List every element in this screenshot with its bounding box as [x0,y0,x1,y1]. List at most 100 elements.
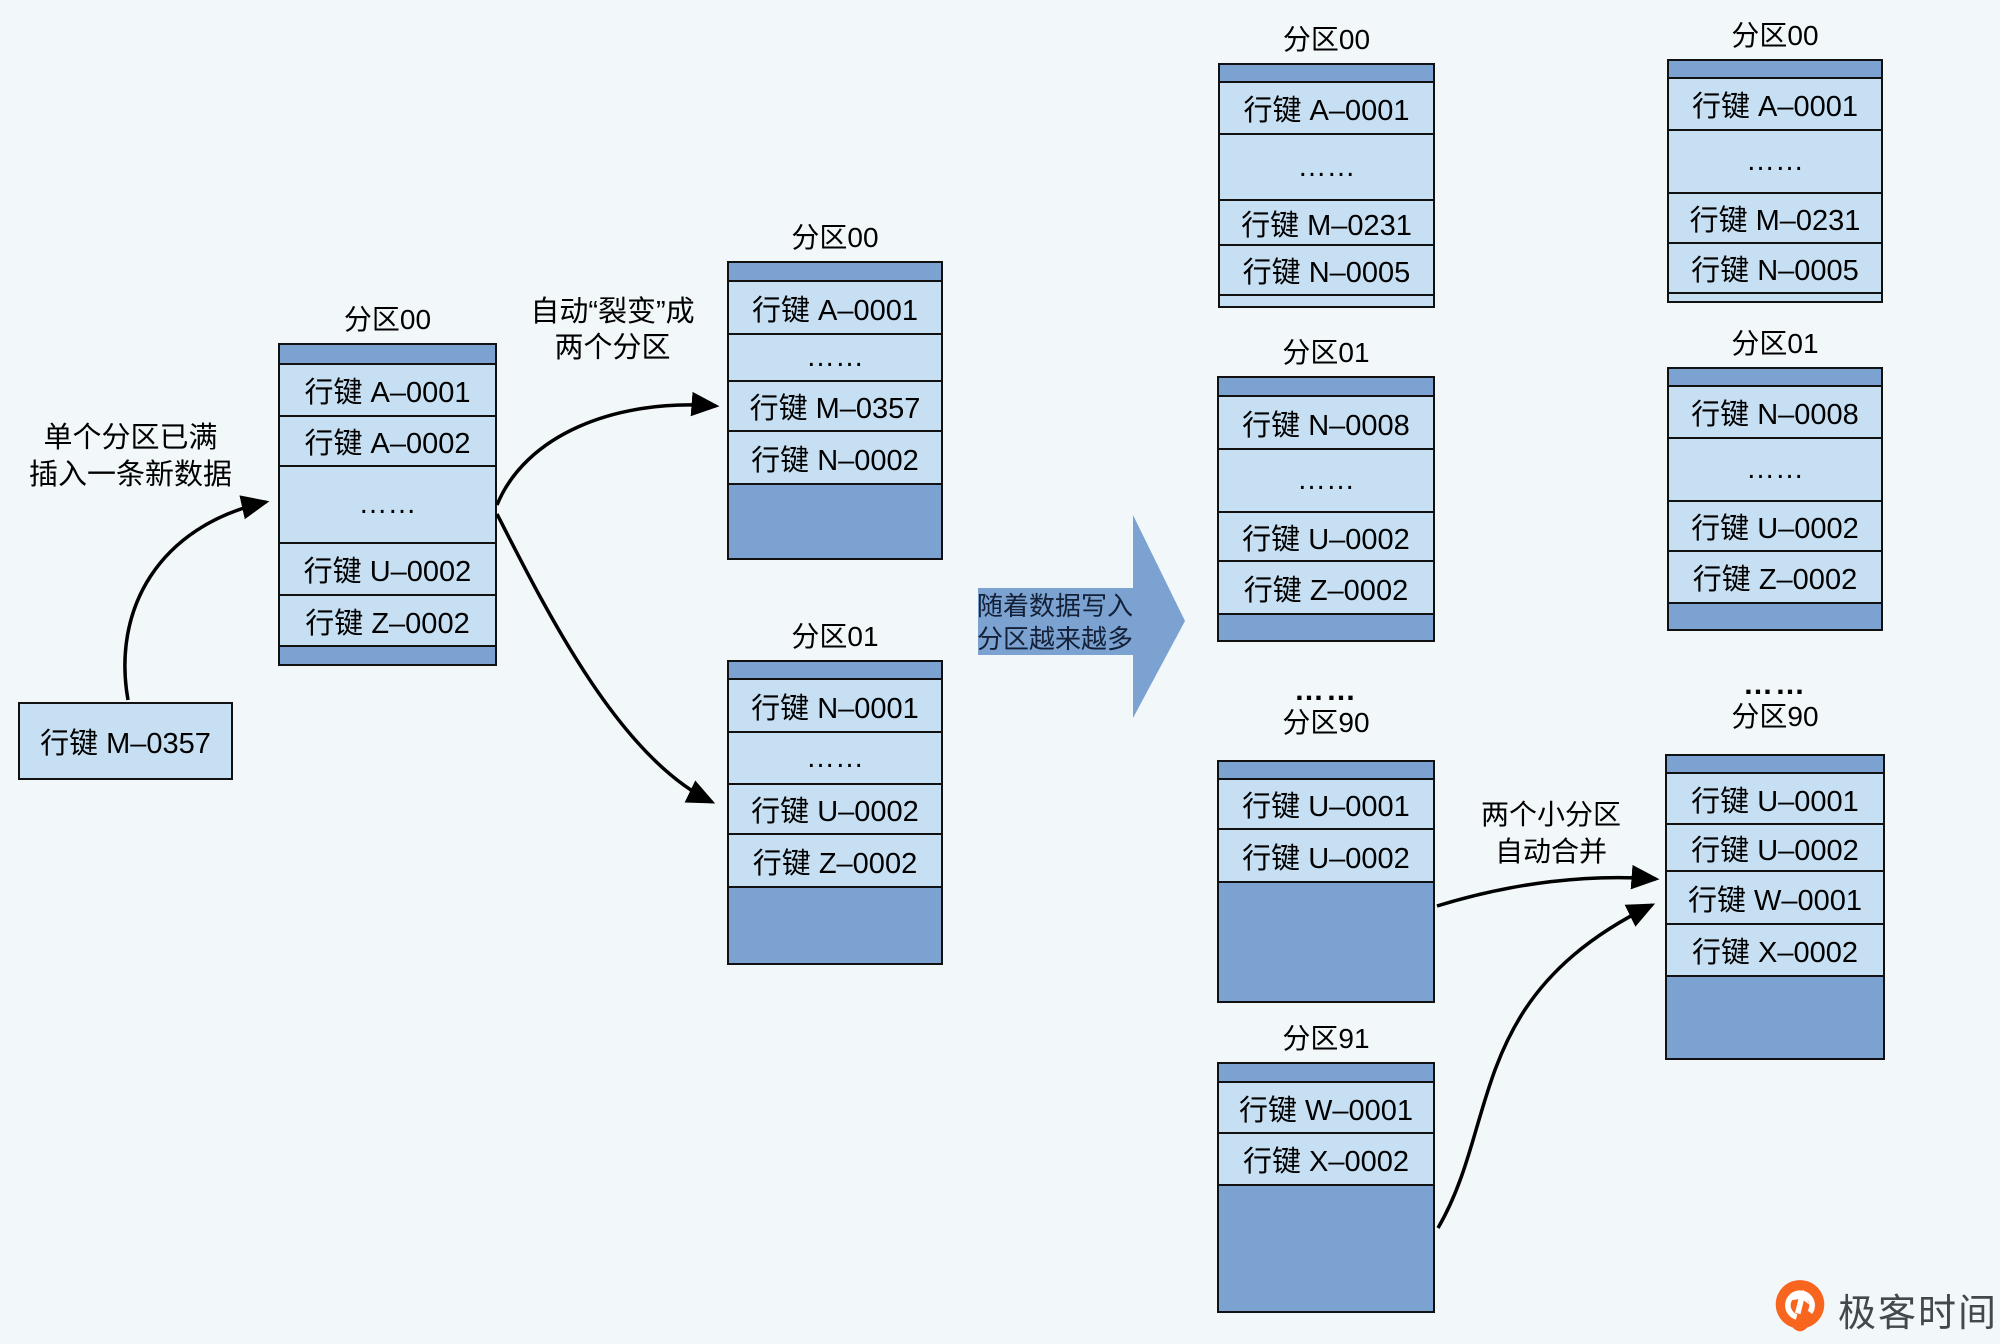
row-key-cell: 行键 M–0231 [1220,201,1433,246]
partition-table-stage1-00: 分区00 行键 A–0001 行键 A–0002 …… 行键 U–0002 行键… [278,303,497,666]
row-key-cell: 行键 Z–0002 [1219,562,1433,615]
partition-box: 行键 A–0001 …… 行键 M–0357 行键 N–0002 [727,261,943,560]
partition-label: 分区01 [1731,328,1819,359]
partition-table-stage3-00: 分区00 行键 A–0001 …… 行键 M–0231 行键 N–0005 [1218,23,1435,308]
geektime-icon [1775,1280,1825,1332]
row-key-cell: 行键 U–0002 [1669,502,1881,552]
partition-box: 行键 W–0001 行键 X–0002 [1217,1062,1435,1313]
row-key-cell: 行键 N–0002 [729,432,941,485]
partition-header-bar [1669,61,1881,79]
merge-arrow-bottom [1436,903,1656,1229]
row-key-cell: 行键 U–0002 [280,544,495,596]
ellipsis-cell: …… [729,733,941,785]
partition-footer-bar [280,647,495,664]
row-key-cell: 行键 U–0002 [1219,513,1433,562]
partition-table-stage3-01: 分区01 行键 N–0008 …… 行键 U–0002 行键 Z–0002 [1217,336,1435,642]
big-arrow-caption-line1: 随着数据写入 [976,591,1133,621]
merge-note-line1: 两个小分区 [1480,799,1621,830]
partition-header-bar [1220,65,1433,83]
partition-table-stage4-90: …… 分区90 行键 U–0001 行键 U–0002 行键 W–0001 行键… [1665,668,1885,1060]
geektime-wordmark: 极客时间 [1838,1292,1999,1335]
partition-table-stage4-00: 分区00 行键 A–0001 …… 行键 M–0231 行键 N–0005 [1667,19,1883,303]
merge-arrow-top [1436,864,1660,908]
row-key-cell: 行键 M–0357 [729,382,941,432]
new-rowkey-box: 行键 M–0357 [18,702,233,780]
row-key-cell: 行键 Z–0002 [1669,552,1881,604]
partition-label: 分区00 [1282,24,1371,55]
partition-label: 分区00 [791,222,879,253]
ellipsis-cell: …… [280,467,495,544]
partition-table-stage3-91: 分区91 行键 W–0001 行键 X–0002 [1217,1022,1435,1313]
partition-label: 分区01 [791,621,879,652]
partition-footer-bar [729,888,941,963]
row-key-cell: 行键 Z–0002 [280,596,495,647]
insert-note: 单个分区已满 插入一条新数据 [8,420,253,494]
merge-note: 两个小分区 自动合并 [1440,796,1662,870]
partition-box: 行键 A–0001 …… 行键 M–0231 行键 N–0005 [1667,59,1883,303]
partition-label: 分区00 [1731,20,1819,51]
split-arrow-top [495,391,720,506]
ellipsis-cell: …… [1669,439,1881,502]
partition-footer-bar [1669,294,1881,301]
merge-note-line2: 自动合并 [1494,836,1607,867]
partition-footer-bar [1219,1186,1433,1311]
partition-header-bar [1219,762,1433,780]
partition-footer-bar [1669,604,1881,629]
row-key-cell: 行键 N–0005 [1669,244,1881,294]
row-key-cell: 行键 X–0002 [1667,925,1883,977]
ellipsis-cell: …… [1220,135,1433,201]
ellipsis-cell: …… [1669,131,1881,194]
row-key-cell: 行键 A–0002 [280,417,495,467]
row-key-cell: 行键 A–0001 [1220,83,1433,135]
row-key-cell: 行键 N–0008 [1219,397,1433,450]
more-partitions-ellipsis: …… [1743,668,1807,701]
partition-table-stage4-01: 分区01 行键 N–0008 …… 行键 U–0002 行键 Z–0002 [1667,327,1883,631]
more-partitions-ellipsis: …… [1294,674,1358,707]
partition-footer-bar [729,485,941,558]
geektime-logo: 极客时间 [1772,1278,1998,1340]
big-arrow-caption-line2: 分区越来越多 [976,624,1133,654]
row-key-cell: 行键 N–0001 [729,680,941,733]
insert-arrow [123,495,270,701]
partition-header-bar [729,263,941,282]
split-arrow-bottom [495,513,716,804]
partition-box: 行键 U–0001 行键 U–0002 行键 W–0001 行键 X–0002 [1665,754,1885,1060]
partition-table-stage2-00: 分区00 行键 A–0001 …… 行键 M–0357 行键 N–0002 [727,221,943,560]
partition-header-bar [729,662,941,680]
split-note-line1: 自动“裂变”成 [530,296,695,328]
insert-note-line1: 单个分区已满 [43,422,218,454]
partition-label: 分区00 [343,304,432,335]
row-key-cell: 行键 U–0002 [1667,825,1883,872]
split-note: 自动“裂变”成 两个分区 [500,294,725,366]
partition-table-stage3-90: …… 分区90 行键 U–0001 行键 U–0002 [1217,674,1435,1003]
ellipsis-cell: …… [1219,450,1433,513]
row-key-cell: 行键 U–0001 [1667,774,1883,825]
ellipsis-cell: …… [729,335,941,382]
partition-box: 行键 N–0008 …… 行键 U–0002 行键 Z–0002 [1217,376,1435,642]
partition-label: 分区01 [1282,337,1370,368]
insert-note-line2: 插入一条新数据 [28,459,232,491]
partition-box: 行键 U–0001 行键 U–0002 [1217,760,1435,1003]
partition-header-bar [1219,378,1433,397]
row-key-cell: 行键 U–0001 [1219,780,1433,830]
row-key-cell: 行键 Z–0002 [729,835,941,888]
split-note-line2: 两个分区 [554,332,671,364]
partition-label: 分区90 [1731,701,1819,732]
row-key-cell: 行键 W–0001 [1219,1083,1433,1134]
partition-footer-bar [1220,296,1433,306]
partition-footer-bar [1219,883,1433,1001]
partition-footer-bar [1219,615,1433,640]
partition-box: 行键 A–0001 …… 行键 M–0231 行键 N–0005 [1218,63,1435,308]
row-key-cell: 行键 U–0002 [729,785,941,835]
big-arrow-caption: 随着数据写入 分区越来越多 [976,590,1134,656]
row-key-cell: 行键 N–0008 [1669,387,1881,439]
row-key-cell: 行键 N–0005 [1220,246,1433,296]
partition-header-bar [1669,369,1881,387]
row-key-cell: 行键 X–0002 [1219,1134,1433,1186]
row-key-cell: 行键 M–0231 [1669,194,1881,244]
partition-table-stage2-01: 分区01 行键 N–0001 …… 行键 U–0002 行键 Z–0002 [727,620,943,965]
partition-header-bar [1219,1064,1433,1083]
row-key-cell: 行键 A–0001 [729,282,941,335]
partition-footer-bar [1667,977,1883,1058]
